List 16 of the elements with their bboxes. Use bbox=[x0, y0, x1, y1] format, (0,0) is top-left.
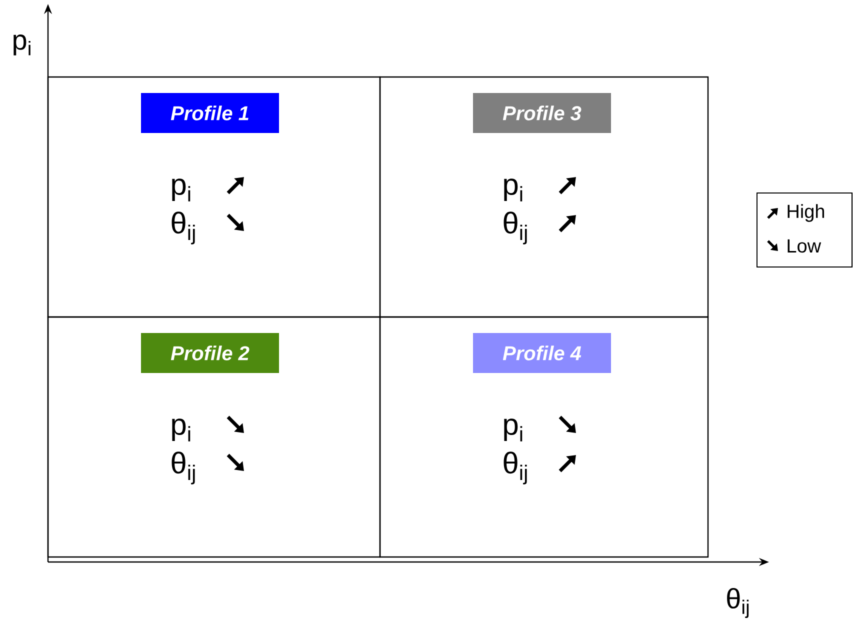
variable-label: θ$_{ij}$ bbox=[504, 212, 527, 244]
variable-label: p$_{i}$ bbox=[504, 418, 522, 442]
variable-label: θ$_{ij}$ bbox=[172, 212, 195, 244]
variable-label: θ$_{ij}$ bbox=[504, 452, 527, 484]
profile-badge: Profile 1 bbox=[141, 93, 279, 133]
profile-badge: Profile 3 bbox=[473, 93, 611, 133]
axis-label: p$_{i}$ bbox=[14, 34, 30, 56]
variable-label: p$_{i}$ bbox=[172, 178, 190, 202]
variable-label: p$_{i}$ bbox=[504, 178, 522, 202]
profile-badge: Profile 2 bbox=[141, 333, 279, 373]
legend-label: High bbox=[788, 204, 824, 222]
profile-badge: Profile 4 bbox=[473, 333, 611, 373]
variable-label: θ$_{ij}$ bbox=[172, 452, 195, 484]
axis-label: θ$_{ij}$ bbox=[727, 588, 749, 618]
variable-label: p$_{i}$ bbox=[172, 418, 190, 442]
legend-label: Low bbox=[788, 239, 822, 253]
